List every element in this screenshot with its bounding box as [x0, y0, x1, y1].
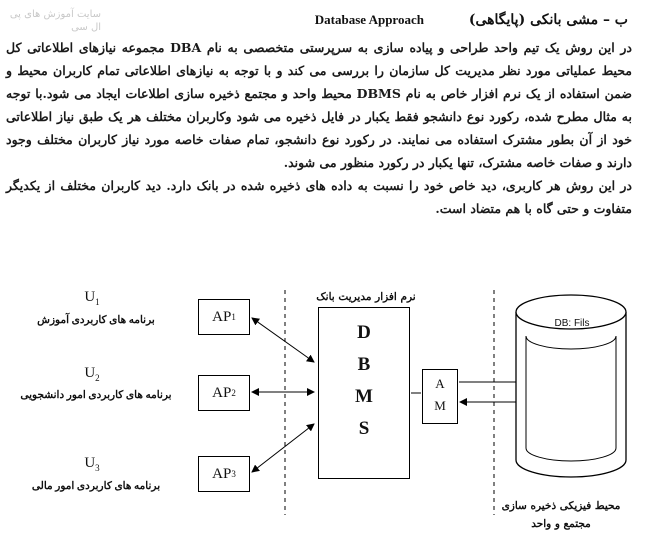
- database-label: DB: Fils: [554, 318, 590, 329]
- physical-label-line: مجتمع و واحد: [531, 518, 591, 530]
- heading-english: Database Approach: [314, 12, 424, 27]
- user-1-program: برنامه های کاربردی آموزش: [37, 315, 155, 326]
- heading-persian: ب – مشی بانکی (پایگاهی): [468, 12, 628, 28]
- user-2-program: برنامه های کاربردی امور دانشجویی: [20, 390, 172, 401]
- database-cylinder: [515, 294, 627, 478]
- dbms-letter: M: [355, 386, 373, 407]
- am-letter: A: [435, 376, 445, 391]
- user-1-label: U1: [84, 289, 100, 307]
- watermark: سایت آموزش های پی ال سی: [9, 9, 101, 33]
- user-3-label: U3: [84, 455, 100, 473]
- body-text: در این روش یک تیم واحد طراحی و پیاده ساز…: [6, 36, 632, 220]
- physical-label-line: محیط فیزیکی ذخیره سازی: [501, 500, 621, 512]
- user-3-program: برنامه های کاربردی امور مالی: [31, 481, 161, 492]
- dbms-title: نرم افزار مدیریت بانک: [316, 291, 416, 303]
- ap3-dbms-arrow: [251, 423, 315, 473]
- paragraph: در این روش هر کاربری، دید خاص خود را نسب…: [6, 178, 632, 216]
- paragraph: در این روش یک تیم واحد طراحی و پیاده ساز…: [6, 40, 632, 170]
- dbms-letter: B: [357, 354, 371, 375]
- dbms-letter: D: [357, 322, 371, 343]
- dbms-letter: S: [358, 418, 370, 439]
- physical-storage-label: محیط فیزیکی ذخیره سازی مجتمع و واحد: [486, 497, 636, 533]
- access-method-box: A M: [422, 369, 458, 424]
- section-heading: ب – مشی بانکی (پایگاهی) Database Approac…: [315, 12, 628, 28]
- user-2-label: U2: [84, 365, 100, 383]
- ap1-dbms-arrow: [251, 317, 315, 363]
- dbms-box: D B M S: [318, 307, 410, 479]
- am-letter: M: [434, 398, 446, 413]
